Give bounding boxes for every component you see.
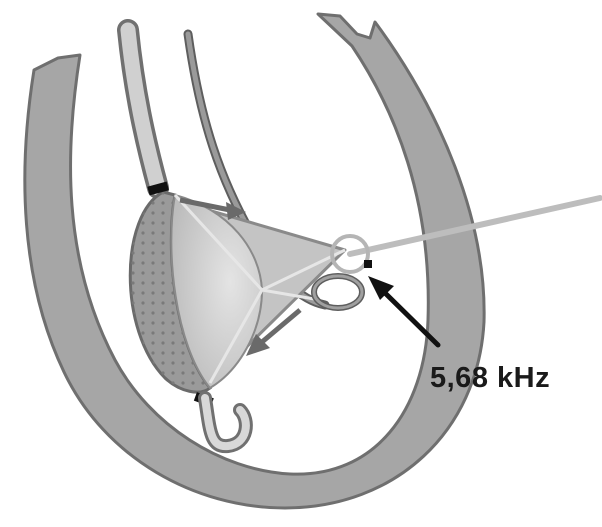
lasso-loop-core	[314, 276, 362, 308]
target-marker-dot	[364, 260, 372, 268]
frequency-label: 5,68 kHz	[430, 362, 550, 395]
